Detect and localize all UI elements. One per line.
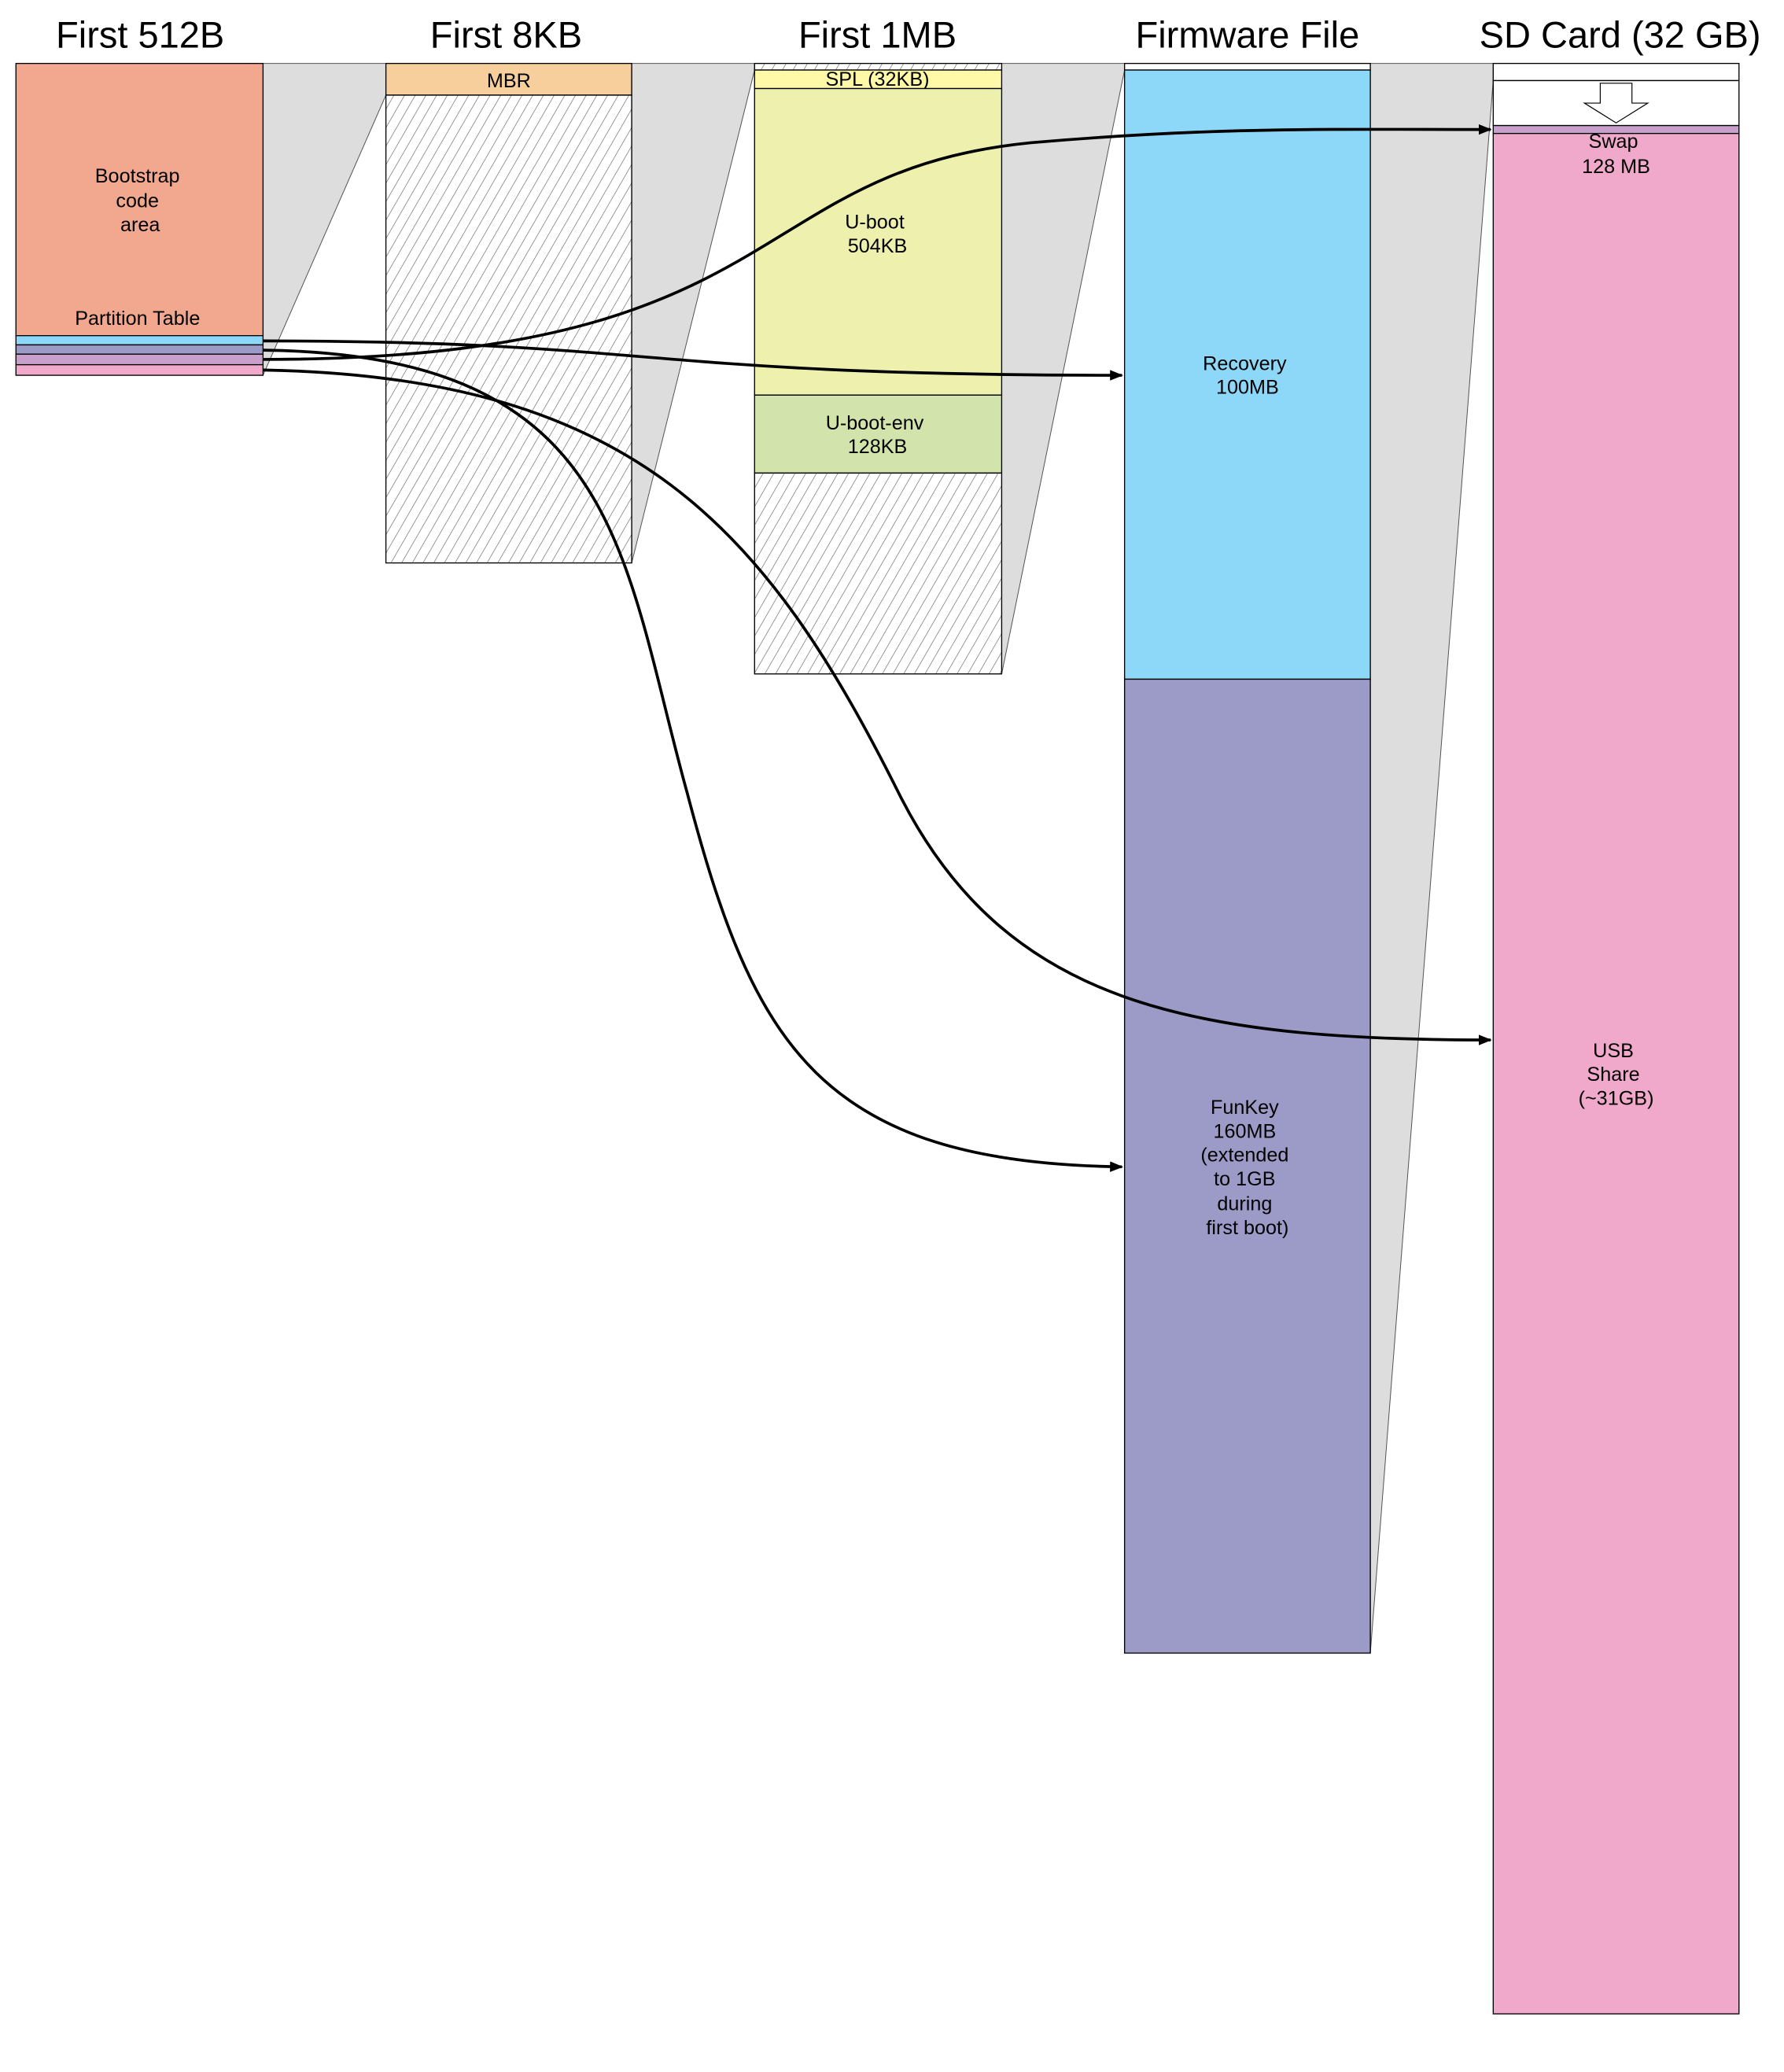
arrow-to-swap: [263, 124, 1492, 361]
column-title-sd-card: SD Card (32 GB): [1480, 13, 1761, 55]
arrow-to-usb-share: [263, 368, 1492, 1045]
sd-card-column: Swap 128 MB USB Share (~31GB): [1492, 62, 1740, 2015]
arrow-to-funkey: [263, 348, 1123, 1172]
partition-entry-funkey: [15, 344, 264, 355]
firmware-file-column: Recovery 100MB FunKey 160MB (extended to…: [1123, 62, 1371, 1654]
firmware-header-block: [1123, 62, 1371, 71]
bootstrap-label: Bootstrap code area: [95, 165, 186, 236]
usb-share-label: USB Share (~31GB): [1579, 1040, 1654, 1109]
down-arrow-icon: [1583, 83, 1649, 124]
partition-entry-recovery: [15, 335, 264, 346]
uboot-env-label: U-boot-env 128KB: [826, 412, 930, 458]
uboot-env-block: [754, 394, 1003, 474]
first-512b-column: Bootstrap code area Partition Table: [15, 62, 264, 376]
zoom-connector-4: [1369, 63, 1494, 1654]
zoom-connector-3: [1001, 63, 1126, 674]
column-title-first-1mb: First 1MB: [798, 13, 957, 55]
bootstrap-block: [15, 62, 264, 337]
spl-label: SPL (32KB): [825, 68, 929, 90]
column-title-first-8kb: First 8KB: [430, 13, 582, 55]
zoom-connector-2: [631, 63, 755, 563]
partition-table-label: Partition Table: [75, 308, 200, 330]
mbr-label: MBR: [487, 70, 531, 92]
unused-hatched-block: [385, 94, 632, 564]
partition-entry-usb-share: [15, 363, 264, 376]
column-title-first-512b: First 512B: [56, 13, 224, 55]
funkey-label: FunKey 160MB (extended to 1GB during fir…: [1200, 1097, 1294, 1239]
recovery-label: Recovery 100MB: [1203, 352, 1292, 398]
swap-label: Swap 128 MB: [1582, 131, 1650, 178]
uboot-block: [754, 87, 1003, 396]
usb-share-partition: [1492, 132, 1740, 2015]
first-8kb-column: MBR: [385, 62, 632, 564]
arrow-to-recovery: [263, 339, 1123, 381]
first-1mb-column: SPL (32KB) U-boot 504KB U-boot-env 128KB: [754, 62, 1003, 675]
uboot-label: U-boot 504KB: [845, 212, 910, 257]
partition-entry-swap: [15, 353, 264, 366]
funkey-partition: [1123, 678, 1371, 1654]
zoom-connector-1: [262, 63, 387, 376]
sd-header-block: [1492, 62, 1740, 82]
unused-hatched-bottom: [754, 472, 1003, 675]
recovery-partition: [1123, 69, 1371, 680]
column-title-firmware-file: Firmware File: [1136, 13, 1360, 55]
